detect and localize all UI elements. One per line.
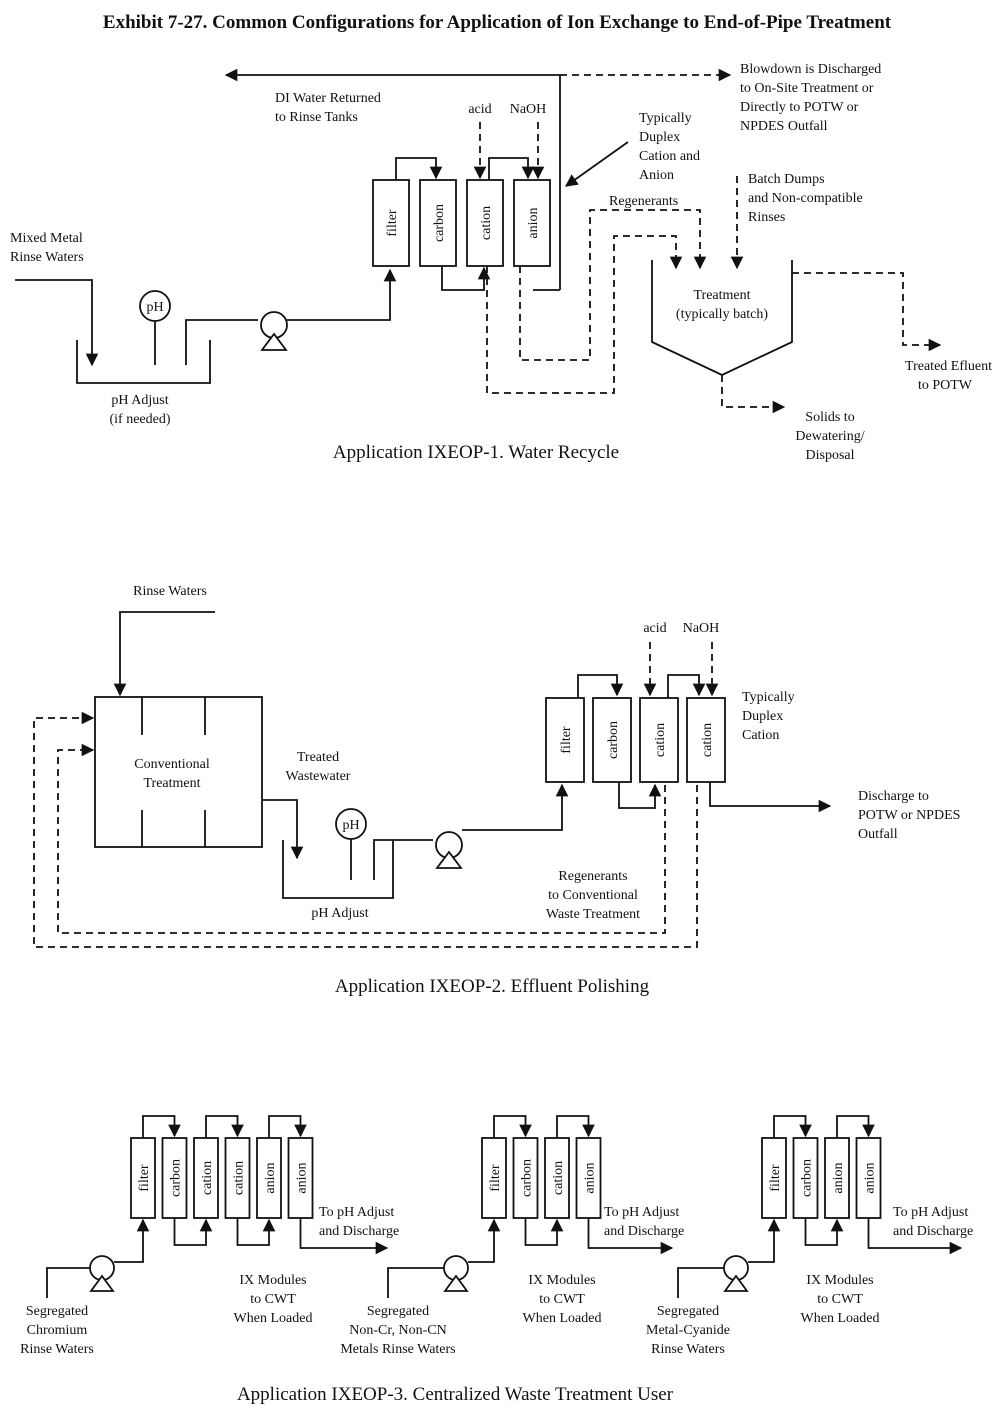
ix3-1-column-cation-3 <box>224 1137 251 1219</box>
ix3-3-column-label: anion <box>863 1162 878 1193</box>
ix2-column-label: cation <box>700 723 715 757</box>
ix3-3-column-label: anion <box>831 1162 846 1193</box>
ix2-column-carbon-1 <box>592 697 632 783</box>
ix3-1-column-label: cation <box>200 1161 215 1195</box>
ix3-2-column-label: filter <box>488 1164 503 1192</box>
ix2-column-label: carbon <box>606 721 621 759</box>
ix3-3-column-anion-3 <box>855 1137 882 1219</box>
pump-icon <box>260 311 288 351</box>
ix3-2-column-anion-3 <box>575 1137 602 1219</box>
ph-adjust-tank <box>76 340 211 384</box>
ix3-2-column-cation-2 <box>544 1137 570 1219</box>
ix3-1-column-label: anion <box>263 1162 278 1193</box>
ixeop-1-diagram: pH filter carbon cation anion acid NaOH DI … <box>10 62 992 463</box>
regenerants-label: Regenerants <box>609 194 678 209</box>
ix3-1-column-filter-0 <box>130 1137 156 1219</box>
exhibit-title: Exhibit 7-27. Common Configurations for … <box>103 12 892 33</box>
tank-outlet-line <box>185 319 258 365</box>
ixeop-1-caption: Application IXEOP-1. Water Recycle <box>333 442 619 463</box>
ix3-1-column-label: carbon <box>169 1159 184 1197</box>
ix3-1-column-label: anion <box>295 1162 310 1193</box>
ix1-column-carbon-1 <box>419 179 457 267</box>
ix2-column-train: filter carbon cation cation <box>545 697 726 783</box>
ix2-column-cation-2 <box>639 697 679 783</box>
ix1-column-filter-0 <box>372 179 410 267</box>
ix1-column-anion-3 <box>513 179 551 267</box>
ix1-column-label: cation <box>479 206 494 240</box>
ix1-column-train: filter carbon cation anion <box>372 179 551 267</box>
ix2-column-cation-3 <box>686 697 726 783</box>
ix3-1-column-anion-5 <box>287 1137 314 1219</box>
conventional-treatment-box <box>94 696 263 848</box>
ix3-2-column-label: anion <box>583 1162 598 1193</box>
ixeop-2-caption: Application IXEOP-2. Effluent Polishing <box>335 976 650 997</box>
ix3-1-column-label: cation <box>232 1161 247 1195</box>
svg-text:NaOH: NaOH <box>683 621 720 636</box>
svg-text:NaOH: NaOH <box>510 102 547 117</box>
ixeop-3-caption: Application IXEOP-3. Centralized Waste T… <box>237 1384 674 1405</box>
pump-2-icon <box>435 831 463 869</box>
ixeop-3-diagram: filter carbon cation cation anion anion To pH … <box>20 1115 973 1357</box>
ix2-column-label: cation <box>653 723 668 757</box>
ix3-1-column-anion-4 <box>256 1137 282 1219</box>
ix3-2-column-label: cation <box>551 1161 566 1195</box>
ph-adjust-tank-2 <box>282 840 394 899</box>
ix1-column-label: filter <box>385 209 400 237</box>
ix3-1-column-cation-2 <box>193 1137 219 1219</box>
treatment-label: Treatment(typically batch) <box>676 288 768 322</box>
ix2-column-label: filter <box>559 726 574 754</box>
svg-text:pH: pH <box>342 818 359 833</box>
ix3-3-column-filter-0 <box>761 1137 787 1219</box>
ix3-2-column-label: carbon <box>520 1159 535 1197</box>
ph-adjust-label: pH Adjust(if needed) <box>109 393 170 427</box>
ix2-column-filter-0 <box>545 697 585 783</box>
ix1-column-label: carbon <box>432 204 447 242</box>
ix3-3-column-anion-2 <box>824 1137 850 1219</box>
svg-text:Rinse Waters: Rinse Waters <box>133 584 207 599</box>
ix3-2-column-carbon-1 <box>512 1137 539 1219</box>
ix3-2-column-filter-0 <box>481 1137 507 1219</box>
pump-to-filter-line <box>287 268 397 321</box>
ixeop-3-group-1: filter carbon cation cation anion anion To pH … <box>20 1115 399 1357</box>
svg-text:acid: acid <box>643 621 666 636</box>
ix3-1-column-label: filter <box>137 1164 152 1192</box>
ix3-3-column-label: filter <box>768 1164 783 1192</box>
svg-text:acid: acid <box>468 102 491 117</box>
ix1-column-label: anion <box>526 207 541 238</box>
ix1-column-cation-2 <box>466 179 504 267</box>
svg-text:pH: pH <box>146 300 163 315</box>
svg-text:pH Adjust: pH Adjust <box>311 906 368 921</box>
mixed-inlet-line <box>15 279 99 367</box>
ix3-3-column-label: carbon <box>800 1159 815 1197</box>
